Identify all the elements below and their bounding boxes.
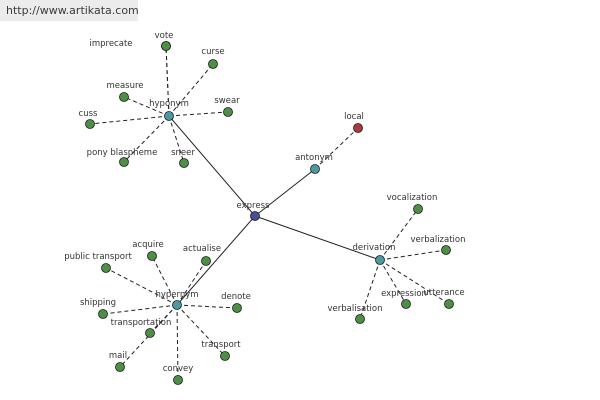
leaf-node-vocalization[interactable] [413, 204, 423, 214]
leaf-label-transport[interactable]: transport [201, 340, 241, 350]
leaf-label-public-transport[interactable]: public transport [64, 252, 132, 262]
leaf-label-vocalization[interactable]: vocalization [387, 193, 438, 203]
leaf-node-verbalization[interactable] [441, 245, 451, 255]
leaf-node-pony-blaspheme[interactable] [119, 157, 129, 167]
category-node-derivation[interactable] [375, 255, 385, 265]
edge-hypernym-shipping [102, 304, 178, 315]
leaf-label-pony-blaspheme[interactable]: pony blaspheme [87, 148, 158, 158]
leaf-label-measure[interactable]: measure [106, 81, 143, 91]
leaf-node-expression[interactable] [401, 299, 411, 309]
category-label-hypernym[interactable]: hypernym [155, 290, 198, 300]
leaf-label-mail[interactable]: mail [109, 351, 127, 361]
leaf-label-sneer[interactable]: sneer [171, 148, 195, 158]
leaf-node-actualise[interactable] [201, 256, 211, 266]
leaf-label-curse[interactable]: curse [201, 47, 224, 57]
leaf-node-measure[interactable] [119, 92, 129, 102]
leaf-label-local[interactable]: local [344, 112, 364, 122]
edge-express-derivation [254, 215, 381, 261]
edge-hyponym-curse [168, 63, 214, 117]
category-label-derivation[interactable]: derivation [352, 243, 395, 253]
leaf-label-vote[interactable]: vote [155, 31, 174, 41]
edge-hypernym-public-transport [105, 267, 178, 306]
leaf-label-imprecate[interactable]: imprecate [89, 39, 132, 49]
leaf-node-swear[interactable] [223, 107, 233, 117]
leaf-node-denote[interactable] [232, 303, 242, 313]
leaf-node-shipping[interactable] [98, 309, 108, 319]
edge-hyponym-measure [123, 96, 170, 117]
leaf-label-swear[interactable]: swear [214, 96, 240, 106]
leaf-label-transportation[interactable]: transportation [111, 318, 172, 328]
edge-hyponym-vote [165, 45, 170, 117]
leaf-node-mail[interactable] [115, 362, 125, 372]
edge-derivation-expression [379, 259, 407, 305]
leaf-label-utterance[interactable]: utterance [423, 288, 464, 298]
edge-hypernym-convey [176, 304, 179, 381]
leaf-node-vote[interactable] [161, 41, 171, 51]
leaf-node-curse[interactable] [208, 59, 218, 69]
source-url-banner[interactable]: http://www.artikata.com [0, 0, 139, 21]
category-label-hyponym[interactable]: hyponym [149, 99, 189, 109]
center-node-express[interactable] [250, 211, 260, 221]
edge-derivation-vocalization [379, 208, 419, 261]
leaf-label-actualise[interactable]: actualise [183, 244, 221, 254]
edge-derivation-verbalisation [359, 259, 381, 320]
edge-hypernym-actualise [176, 260, 207, 306]
leaf-label-verbalization[interactable]: verbalization [410, 235, 465, 245]
edge-express-hyponym [168, 115, 256, 217]
edge-hypernym-transport [176, 304, 226, 357]
category-node-hyponym[interactable] [164, 111, 174, 121]
leaf-label-cuss[interactable]: cuss [79, 109, 98, 119]
leaf-node-acquire[interactable] [147, 251, 157, 261]
edge-hyponym-swear [168, 111, 229, 117]
edge-hypernym-acquire [151, 255, 178, 306]
leaf-node-utterance[interactable] [444, 299, 454, 309]
edge-express-hypernym [176, 215, 256, 306]
leaf-label-acquire[interactable]: acquire [132, 240, 164, 250]
leaf-label-shipping[interactable]: shipping [80, 298, 116, 308]
leaf-node-verbalisation[interactable] [355, 314, 365, 324]
category-node-hypernym[interactable] [172, 300, 182, 310]
leaf-label-convey[interactable]: convey [163, 364, 194, 374]
center-label-express[interactable]: express [237, 201, 270, 211]
edge-hyponym-cuss [89, 115, 170, 125]
leaf-node-public-transport[interactable] [101, 263, 111, 273]
edge-antonym-local [314, 127, 359, 170]
leaf-node-cuss[interactable] [85, 119, 95, 129]
edge-express-antonym [254, 168, 316, 217]
edge-hyponym-sneer [168, 115, 185, 164]
leaf-node-transportation[interactable] [145, 328, 155, 338]
category-node-antonym[interactable] [310, 164, 320, 174]
leaf-label-expression[interactable]: expression [381, 289, 427, 299]
leaf-node-convey[interactable] [173, 375, 183, 385]
leaf-node-local[interactable] [353, 123, 363, 133]
category-label-antonym[interactable]: antonym [295, 153, 333, 163]
leaf-label-denote[interactable]: denote [221, 292, 251, 302]
edge-hypernym-denote [176, 304, 238, 309]
leaf-node-sneer[interactable] [179, 158, 189, 168]
leaf-node-transport[interactable] [220, 351, 230, 361]
edge-hyponym-pony-blaspheme [123, 115, 170, 163]
leaf-label-verbalisation[interactable]: verbalisation [327, 304, 382, 314]
